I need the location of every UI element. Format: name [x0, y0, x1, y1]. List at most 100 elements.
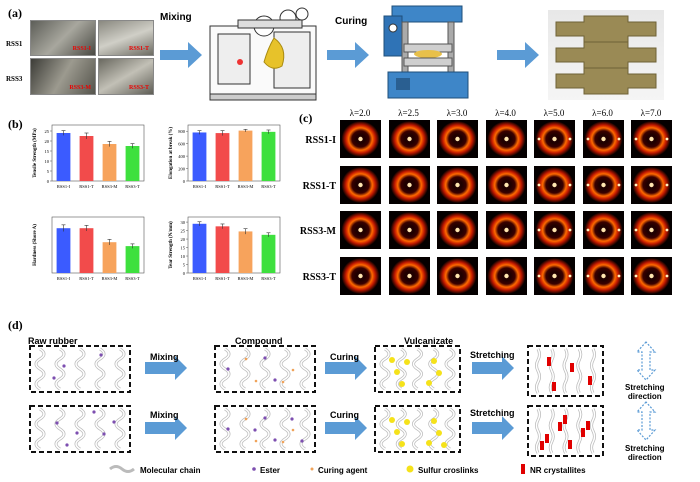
header-vulcanizate: Vulcanizate	[404, 336, 454, 346]
compound-box	[214, 405, 316, 453]
bar-RSS1-I	[56, 228, 71, 273]
saxs-pattern	[582, 120, 624, 158]
saxs-pattern	[437, 120, 478, 158]
rubber-photo-rss3-t: RSS3-T	[98, 58, 154, 95]
bar-RSS3-T	[125, 146, 140, 181]
nr-crystallite	[570, 363, 574, 372]
mixing-label-row2: Mixing	[150, 410, 179, 420]
saxs-row-label: RSS1-T	[302, 180, 336, 192]
y-tick-label: 10	[181, 254, 186, 259]
nr-crystallite	[552, 382, 556, 391]
legend-curing-agent: Curing agent	[318, 466, 368, 475]
y-tick-label: 800	[178, 129, 186, 134]
chart-frame	[51, 124, 145, 182]
y-axis-label: Tear Strength (N/mm)	[169, 221, 174, 269]
chart-frame	[187, 124, 281, 182]
stretching-schematic	[29, 341, 657, 474]
curing-label: Curing	[335, 16, 368, 27]
saxs-pattern	[388, 256, 430, 295]
saxs-row-label: RSS3-T	[302, 271, 336, 283]
bar-RSS1-T	[79, 136, 94, 181]
mixing-arrow-icon	[145, 356, 187, 380]
stretching-arrow-icon	[472, 416, 514, 440]
nr-crystallite	[568, 440, 572, 449]
x-tick-label: RSS3-T	[125, 276, 140, 281]
y-axis-label: Hardness (Shore A)	[33, 224, 38, 266]
y-tick-label: 30	[181, 220, 186, 225]
saxs-pattern	[582, 165, 624, 204]
stretching-label-row2: Stretching	[470, 408, 515, 418]
saxs-pattern	[437, 165, 478, 204]
saxs-pattern	[340, 120, 381, 158]
saxs-pattern	[631, 165, 672, 204]
stretched-box	[527, 345, 604, 397]
rubber-photo-rss1-i: RSS1-I	[30, 20, 96, 56]
y-tick-label: 0	[183, 271, 186, 276]
saxs-row-label: RSS3-M	[299, 226, 336, 237]
nr-crystallite	[558, 422, 562, 431]
nr-crystallite	[586, 421, 590, 430]
saxs-pattern	[437, 256, 478, 295]
compound-box	[214, 345, 316, 393]
y-tick-label: 25	[181, 229, 186, 234]
saxs-pattern	[582, 211, 624, 249]
x-tick-label: RSS1-T	[215, 184, 230, 189]
x-tick-label: RSS1-T	[215, 276, 230, 281]
x-tick-label: RSS3-M	[102, 276, 118, 281]
saxs-pattern	[388, 211, 430, 249]
specimens-photo	[548, 10, 664, 100]
saxs-pattern	[340, 256, 381, 295]
molecular-chain-icon	[109, 465, 135, 473]
y-tick-label: 10	[45, 159, 50, 164]
bar-RSS1-T	[215, 226, 230, 273]
nr-crystallite	[588, 376, 592, 385]
y-tick-label: 20	[181, 237, 186, 242]
lambda-label: λ=2.5	[398, 108, 419, 118]
x-tick-label: RSS1-I	[57, 184, 71, 189]
bar-RSS3-M	[238, 231, 253, 273]
legend-glyphs	[109, 464, 525, 474]
curing-label-row2: Curing	[330, 410, 359, 420]
nr-crystallite	[563, 415, 567, 424]
saxs-row-label: RSS1-I	[305, 135, 336, 146]
mixing-arrow-icon	[145, 416, 187, 440]
bar-RSS1-I	[192, 132, 207, 181]
photo-row-label-rss1: RSS1	[6, 40, 23, 48]
y-tick-label: 400	[178, 154, 186, 159]
saxs-pattern	[631, 256, 672, 295]
mixing-label-row1: Mixing	[150, 352, 179, 362]
saxs-pattern	[534, 165, 575, 204]
curing-agent-icon	[310, 467, 314, 471]
header-compound: Compound	[235, 336, 283, 346]
nr-crystallite-icon	[521, 464, 525, 474]
x-tick-label: RSS3-T	[125, 184, 140, 189]
curing-arrow-icon	[325, 356, 367, 380]
saxs-pattern	[388, 165, 430, 204]
samples-arrow-icon	[497, 42, 539, 68]
y-tick-label: 600	[178, 142, 186, 147]
photo-row-label-rss3: RSS3	[6, 75, 23, 83]
lambda-label: λ=3.0	[446, 108, 468, 118]
mixing-label: Mixing	[160, 12, 192, 23]
saxs-pattern	[437, 211, 478, 249]
rubber-photo-rss1-t: RSS1-T	[98, 20, 154, 56]
curing-label-row1: Curing	[330, 352, 359, 362]
nr-crystallite	[581, 428, 585, 437]
saxs-pattern	[485, 165, 527, 204]
panel-c-letter: (c)	[299, 111, 313, 125]
x-tick-label: RSS1-T	[79, 184, 94, 189]
stretching-arrow-icon	[472, 356, 514, 380]
chart-frame	[187, 216, 281, 274]
saxs-pattern	[534, 211, 575, 249]
y-tick-label: 20	[45, 139, 50, 144]
nr-crystallite	[540, 441, 544, 450]
bar-RSS3-M	[102, 242, 117, 273]
x-tick-label: RSS3-M	[238, 276, 254, 281]
chart-frame	[51, 216, 145, 274]
header-raw-rubber: Raw rubber	[28, 336, 78, 346]
raw-rubber-box	[29, 345, 131, 393]
y-tick-label: 25	[45, 129, 50, 134]
bar-RSS1-T	[79, 228, 94, 273]
